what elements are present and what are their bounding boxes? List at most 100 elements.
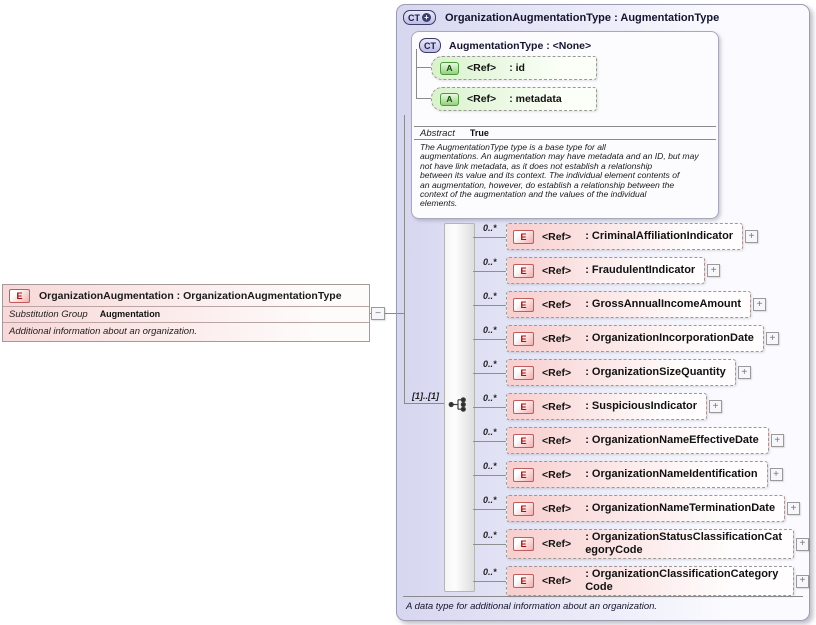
element-ref-box[interactable]: E <Ref> : GrossAnnualIncomeAmount (506, 291, 752, 318)
plus-icon: + (710, 264, 717, 276)
cardinality-label: 0..* (483, 494, 497, 505)
element-name: : OrganizationNameTerminationDate (585, 502, 776, 514)
element-ref-box[interactable]: E <Ref> : OrganizationNameTerminationDat… (506, 495, 786, 522)
ref-label: <Ref> (542, 366, 572, 379)
element-badge: E (513, 574, 534, 588)
element-ref-box[interactable]: E <Ref> : OrganizationClassificationCate… (506, 566, 794, 596)
element-ref-row: 0..* E <Ref> : FraudulentIndicator + (472, 257, 721, 284)
ct-badge-label: CT (424, 40, 436, 51)
element-ref-row: 0..* E <Ref> : OrganizationClassificatio… (473, 566, 809, 596)
expand-button[interactable]: + (796, 537, 809, 551)
element-badge: E (513, 297, 534, 312)
plus-icon: + (741, 366, 748, 378)
element-badge: E (513, 263, 534, 278)
cardinality-label: 0..* (483, 222, 497, 233)
plus-icon: + (712, 400, 719, 412)
connector-line (397, 313, 405, 314)
element-ref-row: 0..* E <Ref> : GrossAnnualIncomeAmount + (472, 291, 767, 318)
ct-badge-label: CT (408, 12, 420, 23)
element-ref-row: 0..* E <Ref> : OrganizationNameTerminati… (472, 495, 801, 522)
element-ref-row: 0..* E <Ref> : OrganizationIncorporation… (473, 325, 779, 352)
abstract-value: True (469, 128, 489, 138)
ct-plus-icon: + (422, 13, 431, 22)
ref-label: <Ref> (542, 230, 572, 243)
ref-label: <Ref> (542, 502, 572, 515)
collapse-button[interactable]: − (371, 307, 385, 320)
sequence-cardinality-label: [1]..[1] (412, 391, 439, 401)
base-type-documentation: The AugmentationType type is a base type… (420, 142, 699, 209)
ref-label: <Ref> (542, 575, 572, 587)
element-name: : OrganizationSizeQuantity (585, 366, 726, 378)
abstract-row: Abstract True (420, 128, 489, 139)
attribute-list: A <Ref> : id A <Ref> : metadata (431, 56, 597, 111)
expand-button[interactable]: + (753, 298, 767, 311)
expand-button[interactable]: + (765, 332, 779, 345)
attribute-name: : id (509, 62, 525, 74)
connector-line (416, 49, 417, 98)
attribute-ref-box[interactable]: A <Ref> : id (431, 56, 597, 80)
expand-button[interactable]: + (787, 502, 801, 515)
element-ref-box[interactable]: E <Ref> : OrganizationNameEffectiveDate (506, 427, 769, 454)
base-type-badge: CT (419, 38, 441, 53)
sequence-icon (448, 397, 466, 412)
expand-button[interactable]: + (745, 230, 759, 243)
element-badge: E (513, 501, 534, 516)
substitution-group-label: Substitution Group (9, 309, 88, 320)
element-name: : GrossAnnualIncomeAmount (585, 298, 742, 310)
connector-line (366, 313, 404, 314)
expand-button[interactable]: + (796, 574, 809, 588)
element-badge: E (513, 433, 534, 448)
element-ref-row: 0..* E <Ref> : CriminalAffiliationIndica… (472, 223, 759, 250)
element-ref-box[interactable]: E <Ref> : OrganizationNameIdentification (506, 461, 768, 488)
element-name: : OrganizationStatusClassificationCatego… (585, 531, 782, 556)
element-badge: E (513, 537, 534, 551)
complex-type-title: OrganizationAugmentationType : Augmentat… (445, 11, 720, 24)
plus-icon: + (790, 502, 797, 514)
base-type-title: AugmentationType : <None> (449, 39, 592, 52)
complex-type-title-row: CT + OrganizationAugmentationType : Augm… (403, 10, 719, 25)
element-ref-box[interactable]: E <Ref> : OrganizationIncorporationDate (506, 325, 764, 352)
abstract-label: Abstract (420, 128, 455, 139)
element-title-row: E OrganizationAugmentation : Organizatio… (3, 285, 369, 307)
expand-button[interactable]: + (769, 468, 783, 481)
base-type-panel: CT AugmentationType : <None> A <Ref> : i… (411, 31, 719, 219)
element-ref-box[interactable]: E <Ref> : FraudulentIndicator (506, 257, 706, 284)
minus-icon: − (375, 307, 381, 319)
divider (414, 139, 716, 140)
element-ref-row: 0..* E <Ref> : OrganizationNameIdentific… (473, 461, 783, 488)
element-name: : OrganizationClassificationCategoryCode (585, 568, 779, 593)
element-ref-row: 0..* E <Ref> : OrganizationStatusClassif… (473, 529, 809, 559)
element-badge: E (513, 399, 534, 414)
element-name: : FraudulentIndicator (585, 264, 696, 276)
element-ref-row: 0..* E <Ref> : SuspiciousIndicator + (472, 393, 723, 420)
element-ref-box[interactable]: E <Ref> : OrganizationStatusClassificati… (506, 529, 794, 559)
expand-button[interactable]: + (709, 400, 723, 413)
attribute-ref-box[interactable]: A <Ref> : metadata (431, 87, 597, 111)
connector-line (404, 115, 405, 404)
element-ref-box[interactable]: E <Ref> : OrganizationSizeQuantity (506, 359, 736, 386)
connector-line (404, 403, 445, 404)
element-ref-row: 0..* E <Ref> : OrganizationNameEffective… (473, 427, 784, 454)
element-name: : SuspiciousIndicator (585, 400, 698, 412)
element-ref-box[interactable]: E <Ref> : SuspiciousIndicator (506, 393, 708, 420)
attribute-badge: A (440, 61, 459, 75)
plus-icon: + (799, 575, 806, 586)
attribute-badge: A (440, 92, 459, 106)
element-badge: E (513, 229, 534, 244)
ref-label: <Ref> (467, 93, 497, 105)
expand-button[interactable]: + (737, 366, 751, 379)
element-badge: E (513, 365, 534, 380)
cardinality-label: 0..* (483, 460, 497, 471)
ref-label: <Ref> (542, 468, 572, 481)
expand-button[interactable]: + (707, 264, 721, 277)
complex-type-panel: CT + OrganizationAugmentationType : Augm… (396, 4, 810, 621)
element-name: : CriminalAffiliationIndicator (585, 230, 734, 242)
cardinality-label: 0..* (483, 530, 497, 540)
substitution-element-box[interactable]: E OrganizationAugmentation : Organizatio… (2, 284, 370, 342)
sequence-bar (444, 223, 475, 592)
expand-button[interactable]: + (770, 434, 784, 447)
ref-label: <Ref> (542, 434, 572, 447)
element-ref-box[interactable]: E <Ref> : CriminalAffiliationIndicator (506, 223, 744, 250)
cardinality-label: 0..* (483, 426, 497, 437)
element-badge: E (513, 331, 534, 346)
